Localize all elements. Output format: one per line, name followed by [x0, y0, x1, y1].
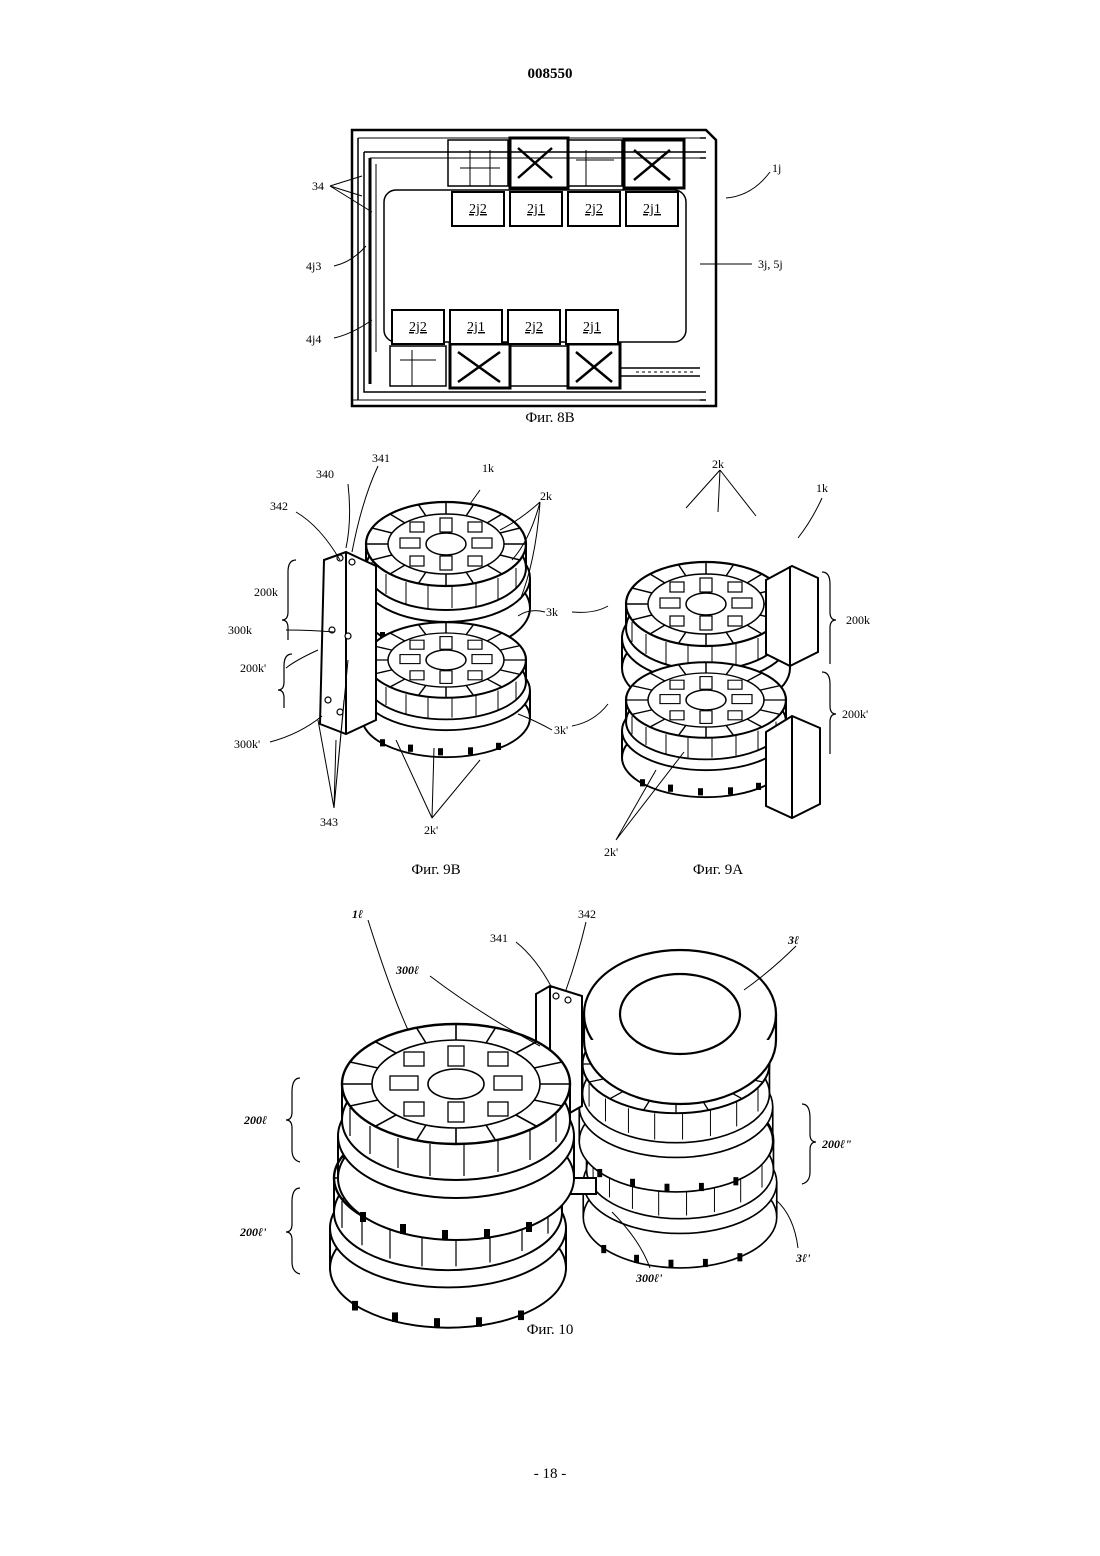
label-300l: 300ℓ	[395, 963, 419, 977]
figure-10-drawing: 1ℓ 342 341 300ℓ 3ℓ 200ℓ 200ℓ' 200ℓ" 3ℓ' …	[0, 0, 1100, 1360]
fig10-caption: Фиг. 10	[450, 1322, 650, 1339]
label-1l: 1ℓ	[352, 907, 363, 921]
label-200l-prime: 200ℓ'	[239, 1225, 267, 1239]
label-3l: 3ℓ	[787, 933, 799, 947]
label-300l-prime: 300ℓ'	[635, 1271, 663, 1285]
page-number: - 18 -	[0, 1466, 1100, 1483]
label-342: 342	[578, 907, 596, 921]
label-3l-prime: 3ℓ'	[795, 1251, 811, 1265]
label-341: 341	[490, 931, 508, 945]
label-200l-double-prime: 200ℓ"	[821, 1137, 852, 1151]
label-200l: 200ℓ	[243, 1113, 267, 1127]
